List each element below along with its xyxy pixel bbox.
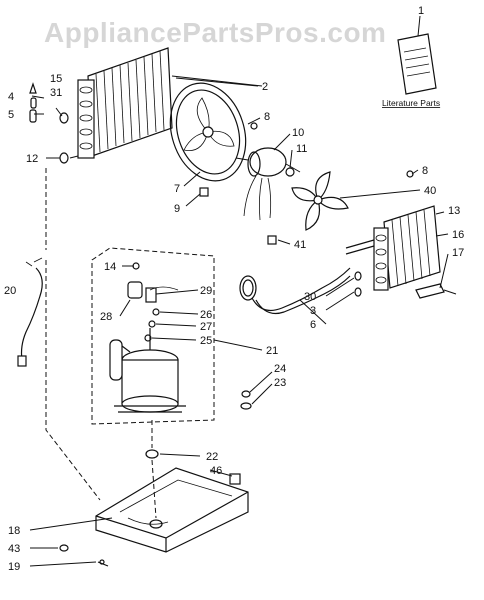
literature-booklet [397, 15, 437, 95]
callout-2: 2 [262, 81, 268, 93]
evaporator-coil [345, 205, 441, 291]
callout-numbers: 1 2 4 15 31 5 12 8 10 11 7 9 8 40 13 16 … [4, 5, 464, 573]
callout-21: 21 [266, 345, 278, 357]
power-cord [17, 257, 43, 367]
callout-16: 16 [452, 229, 464, 241]
callout-14: 14 [104, 261, 116, 273]
callout-8-right: 8 [422, 165, 428, 177]
condenser-coil [77, 47, 263, 159]
callout-13: 13 [448, 205, 460, 217]
callout-40: 40 [424, 185, 436, 197]
small-fittings [29, 82, 79, 164]
callout-10: 10 [292, 127, 304, 139]
callout-12: 12 [26, 153, 38, 165]
callout-15: 15 [50, 73, 62, 85]
callout-28: 28 [100, 311, 112, 323]
callout-6: 6 [310, 319, 316, 331]
watermark: AppliancePartsPros.com [44, 17, 386, 48]
fan-motor [235, 122, 301, 221]
literature-parts-label: Literature Parts [382, 98, 440, 108]
callout-20: 20 [4, 285, 16, 297]
capillary-tube [239, 267, 362, 315]
callout-3: 3 [310, 305, 316, 317]
fan-shroud [169, 82, 247, 182]
compressor-assembly [91, 247, 252, 425]
callout-41: 41 [294, 239, 306, 251]
callout-23: 23 [274, 377, 286, 389]
callout-31: 31 [50, 87, 62, 99]
callout-11: 11 [296, 143, 307, 155]
callout-43: 43 [8, 543, 20, 555]
callout-25: 25 [200, 335, 212, 347]
callout-30: 30 [304, 291, 316, 303]
base-pan [59, 467, 249, 567]
callout-5: 5 [8, 109, 14, 121]
callout-27: 27 [200, 321, 212, 333]
grommet-22 [145, 449, 159, 459]
callout-19: 19 [8, 561, 20, 573]
callout-26: 26 [200, 309, 212, 321]
thermostat-16-17 [415, 283, 457, 299]
callout-8-top: 8 [264, 111, 270, 123]
callout-1: 1 [418, 5, 424, 17]
callout-24: 24 [274, 363, 286, 375]
bracket-9 [199, 187, 209, 197]
callout-46: 46 [210, 465, 222, 477]
callout-17: 17 [452, 247, 464, 259]
callout-4: 4 [8, 91, 14, 103]
clip-41 [267, 235, 277, 245]
callout-22: 22 [206, 451, 218, 463]
callout-7: 7 [174, 183, 180, 195]
blower-fan-blade [291, 170, 414, 231]
leader-lines [29, 77, 449, 567]
callout-9: 9 [174, 203, 180, 215]
callout-29: 29 [200, 285, 212, 297]
callout-18: 18 [8, 525, 20, 537]
